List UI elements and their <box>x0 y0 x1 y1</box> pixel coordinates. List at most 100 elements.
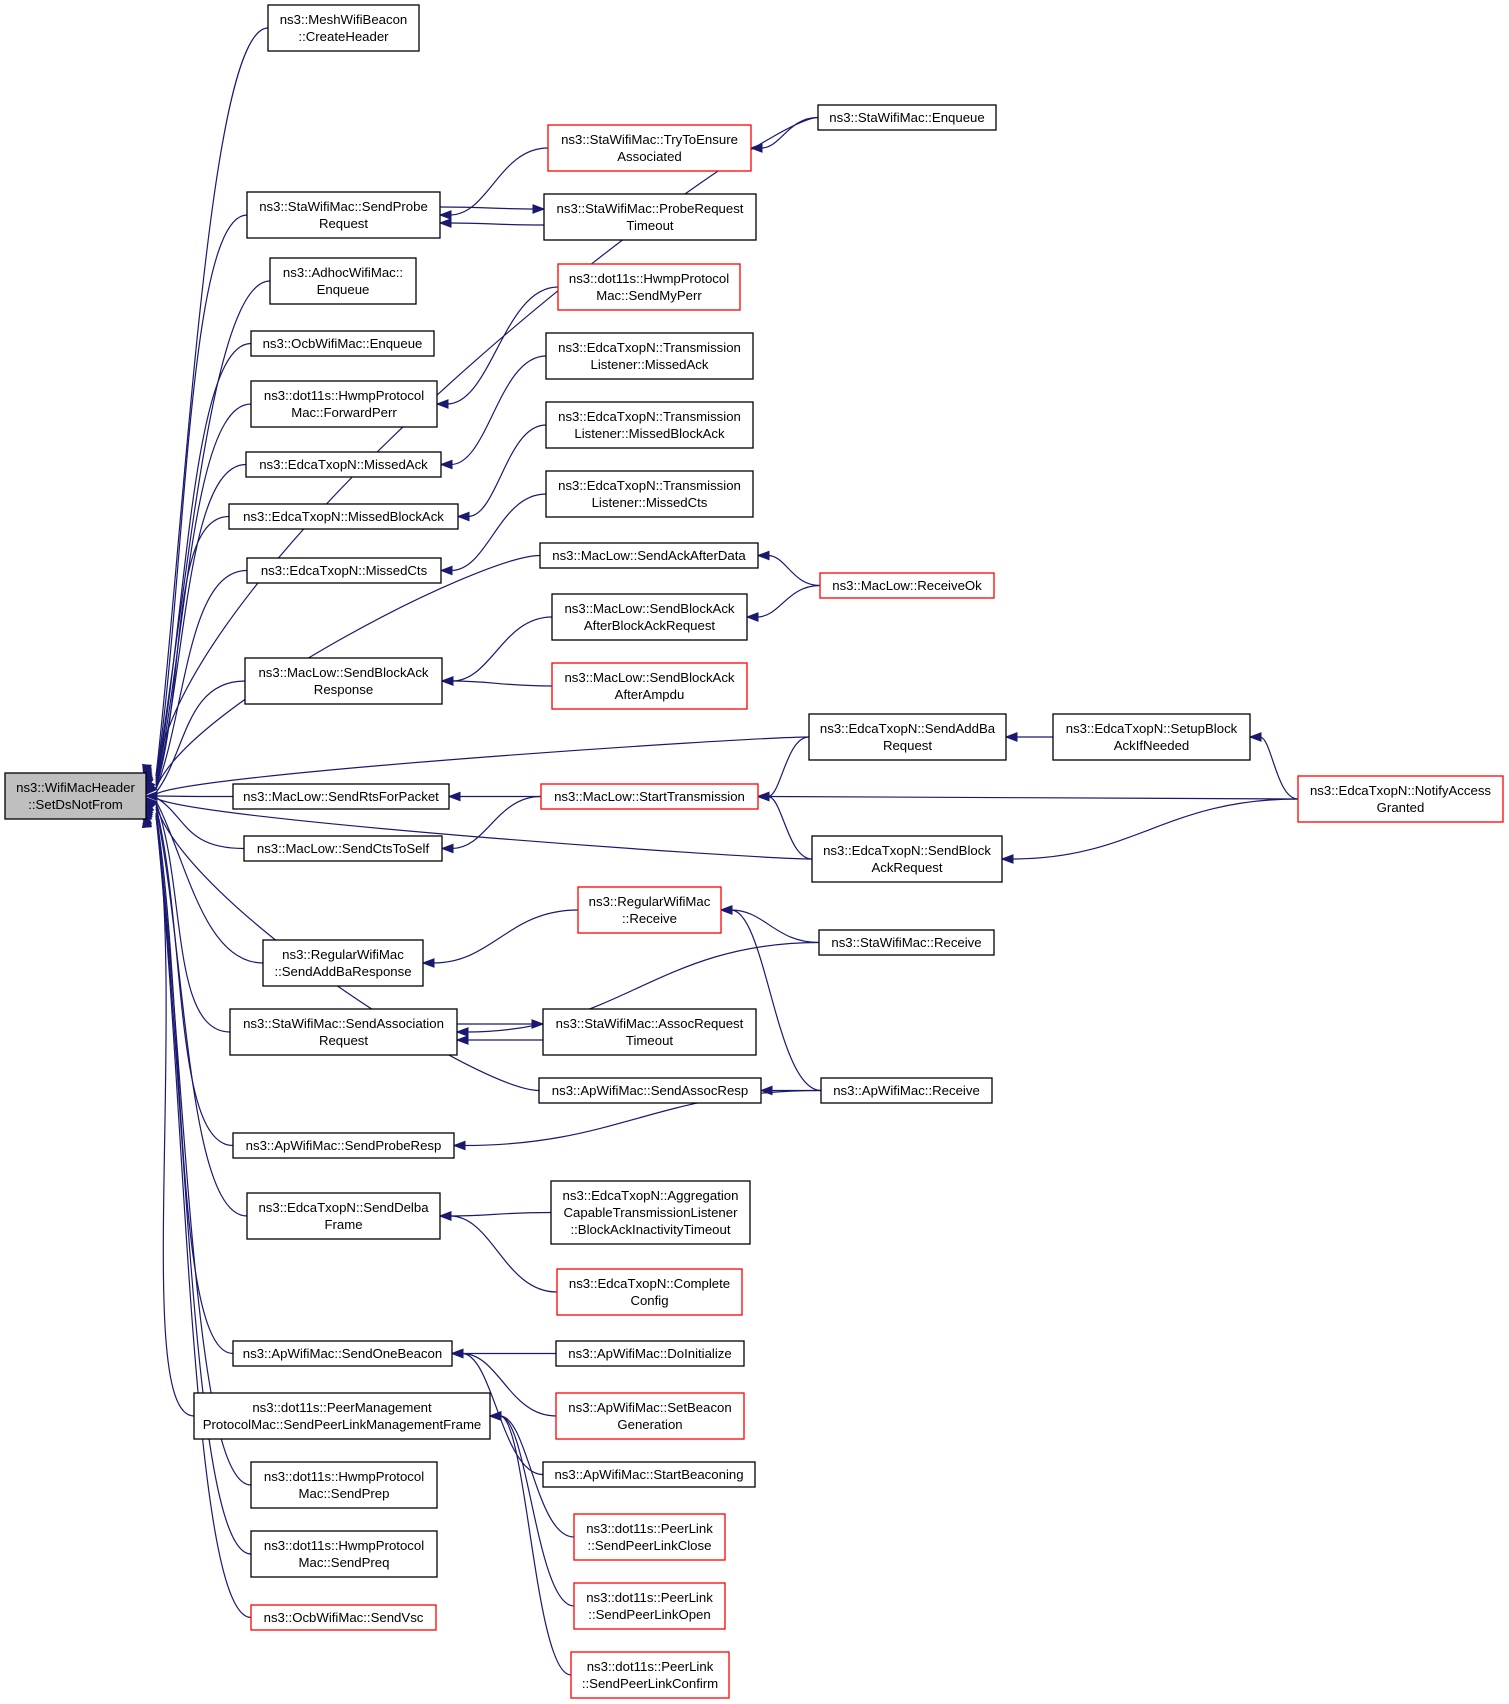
node-label: Request <box>319 216 368 231</box>
node-label: ns3::MacLow::SendBlockAck <box>564 670 734 685</box>
function-node-n38[interactable]: ns3::ApWifiMac::StartBeaconing <box>542 1461 756 1488</box>
function-node-n30[interactable]: ns3::MacLow::StartTransmission <box>540 783 759 810</box>
function-node-n36[interactable]: ns3::ApWifiMac::DoInitialize <box>555 1340 745 1367</box>
function-node-n20[interactable]: ns3::OcbWifiMac::SendVsc <box>250 1604 437 1631</box>
function-node-n12[interactable]: ns3::RegularWifiMac::SendAddBaResponse <box>262 939 424 987</box>
node-label: ::SendAddBaResponse <box>274 964 411 979</box>
node-label: Timeout <box>626 1033 673 1048</box>
function-node-n8[interactable]: ns3::EdcaTxopN::MissedCts <box>246 557 442 584</box>
node-label: ns3::EdcaTxopN::Transmission <box>558 340 741 355</box>
arrowhead-icon <box>719 905 733 915</box>
function-node-n41[interactable]: ns3::dot11s::PeerLink::SendPeerLinkConfi… <box>570 1651 730 1699</box>
function-node-n1[interactable]: ns3::MeshWifiBeacon::CreateHeader <box>267 4 420 52</box>
node-label: ns3::dot11s::PeerManagement <box>252 1400 432 1415</box>
call-edge-n19-to-n0 <box>155 815 252 1555</box>
node-label: ns3::EdcaTxopN::NotifyAccess <box>1310 783 1491 798</box>
node-label: ns3::dot11s::HwmpProtocol <box>264 1538 424 1553</box>
node-label: Generation <box>617 1417 682 1432</box>
function-node-n17[interactable]: ns3::dot11s::PeerManagementProtocolMac::… <box>193 1392 491 1440</box>
call-edge-n27-to-n0 <box>155 554 541 789</box>
node-box <box>193 1392 491 1440</box>
function-node-n27[interactable]: ns3::MacLow::SendAckAfterData <box>539 542 759 569</box>
function-node-n28[interactable]: ns3::MacLow::SendBlockAckAfterBlockAckRe… <box>551 593 748 641</box>
node-label: ns3::MacLow::ReceiveOk <box>832 578 982 593</box>
call-edge-n45-to-n0 <box>155 797 813 860</box>
function-node-n11[interactable]: ns3::MacLow::SendCtsToSelf <box>243 835 443 862</box>
function-node-n6[interactable]: ns3::EdcaTxopN::MissedAck <box>245 451 442 478</box>
call-edge-n41-to-n17 <box>499 1415 572 1676</box>
function-node-n26[interactable]: ns3::EdcaTxopN::TransmissionListener::Mi… <box>545 470 754 518</box>
function-node-n7[interactable]: ns3::EdcaTxopN::MissedBlockAck <box>228 503 459 530</box>
function-node-n39[interactable]: ns3::dot11s::PeerLink::SendPeerLinkClose <box>573 1513 726 1561</box>
node-box <box>250 380 438 428</box>
node-label: ns3::MeshWifiBeacon <box>280 12 408 27</box>
arrowhead-icon <box>440 676 454 686</box>
arrowhead-icon <box>439 565 453 576</box>
call-edge-n47-to-n31 <box>730 909 822 1092</box>
call-edge-n34-to-n15 <box>449 1211 552 1217</box>
node-box <box>539 542 759 569</box>
arrowhead-icon <box>455 1027 469 1037</box>
node-label: ns3::ApWifiMac::StartBeaconing <box>554 1467 743 1482</box>
arrowhead-icon <box>452 1140 466 1151</box>
function-node-n31[interactable]: ns3::RegularWifiMac::Receive <box>577 886 722 934</box>
node-box <box>250 1604 437 1631</box>
arrowhead-icon <box>488 1411 502 1421</box>
function-node-n3[interactable]: ns3::AdhocWifiMac::Enqueue <box>269 257 417 305</box>
function-node-n25[interactable]: ns3::EdcaTxopN::TransmissionListener::Mi… <box>545 401 754 449</box>
call-edge-n14-to-n0 <box>155 806 234 1147</box>
function-node-n46[interactable]: ns3::StaWifiMac::Receive <box>818 929 995 956</box>
node-label: ns3::StaWifiMac::Enqueue <box>829 110 984 125</box>
arrowhead-icon <box>1000 854 1014 864</box>
function-node-n14[interactable]: ns3::ApWifiMac::SendProbeResp <box>232 1132 455 1159</box>
function-node-n10[interactable]: ns3::MacLow::SendRtsForPacket <box>232 783 450 810</box>
arrowhead-icon <box>144 791 158 802</box>
node-label: Listener::MissedCts <box>592 495 708 510</box>
node-label: ns3::EdcaTxopN::Transmission <box>558 409 741 424</box>
function-node-n43[interactable]: ns3::MacLow::ReceiveOk <box>819 572 995 599</box>
function-node-n42[interactable]: ns3::StaWifiMac::Enqueue <box>817 104 997 131</box>
call-edge-n25-to-n7 <box>467 424 547 518</box>
node-label: ns3::EdcaTxopN::SendAddBa <box>820 721 996 736</box>
function-node-n40[interactable]: ns3::dot11s::PeerLink::SendPeerLinkOpen <box>573 1582 726 1630</box>
function-node-n16[interactable]: ns3::ApWifiMac::SendOneBeacon <box>232 1340 453 1367</box>
function-node-n0[interactable]: ns3::WifiMacHeader::SetDsNotFrom <box>4 772 147 820</box>
call-edge-n15-to-n0 <box>155 808 248 1217</box>
node-label: AckIfNeeded <box>1114 738 1190 753</box>
node-box <box>540 783 759 810</box>
node-label: ns3::RegularWifiMac <box>282 947 404 962</box>
node-box <box>551 662 748 710</box>
function-node-n24[interactable]: ns3::EdcaTxopN::TransmissionListener::Mi… <box>545 332 754 380</box>
node-box <box>246 191 441 239</box>
function-node-n47[interactable]: ns3::ApWifiMac::Receive <box>820 1077 993 1104</box>
call-edge-n40-to-n17 <box>499 1415 575 1607</box>
function-node-n5[interactable]: ns3::dot11s::HwmpProtocolMac::ForwardPer… <box>250 380 438 428</box>
arrowhead-icon <box>756 550 770 561</box>
function-node-n34[interactable]: ns3::EdcaTxopN::AggregationCapableTransm… <box>550 1180 751 1245</box>
node-label: Response <box>314 682 373 697</box>
node-box <box>229 1008 458 1056</box>
node-label: ns3::dot11s::HwmpProtocol <box>569 271 729 286</box>
node-box <box>1297 775 1504 823</box>
function-node-n4[interactable]: ns3::OcbWifiMac::Enqueue <box>250 330 435 357</box>
node-box <box>820 1077 993 1104</box>
function-node-n33[interactable]: ns3::ApWifiMac::SendAssocResp <box>538 1077 762 1104</box>
node-box <box>1052 713 1251 761</box>
